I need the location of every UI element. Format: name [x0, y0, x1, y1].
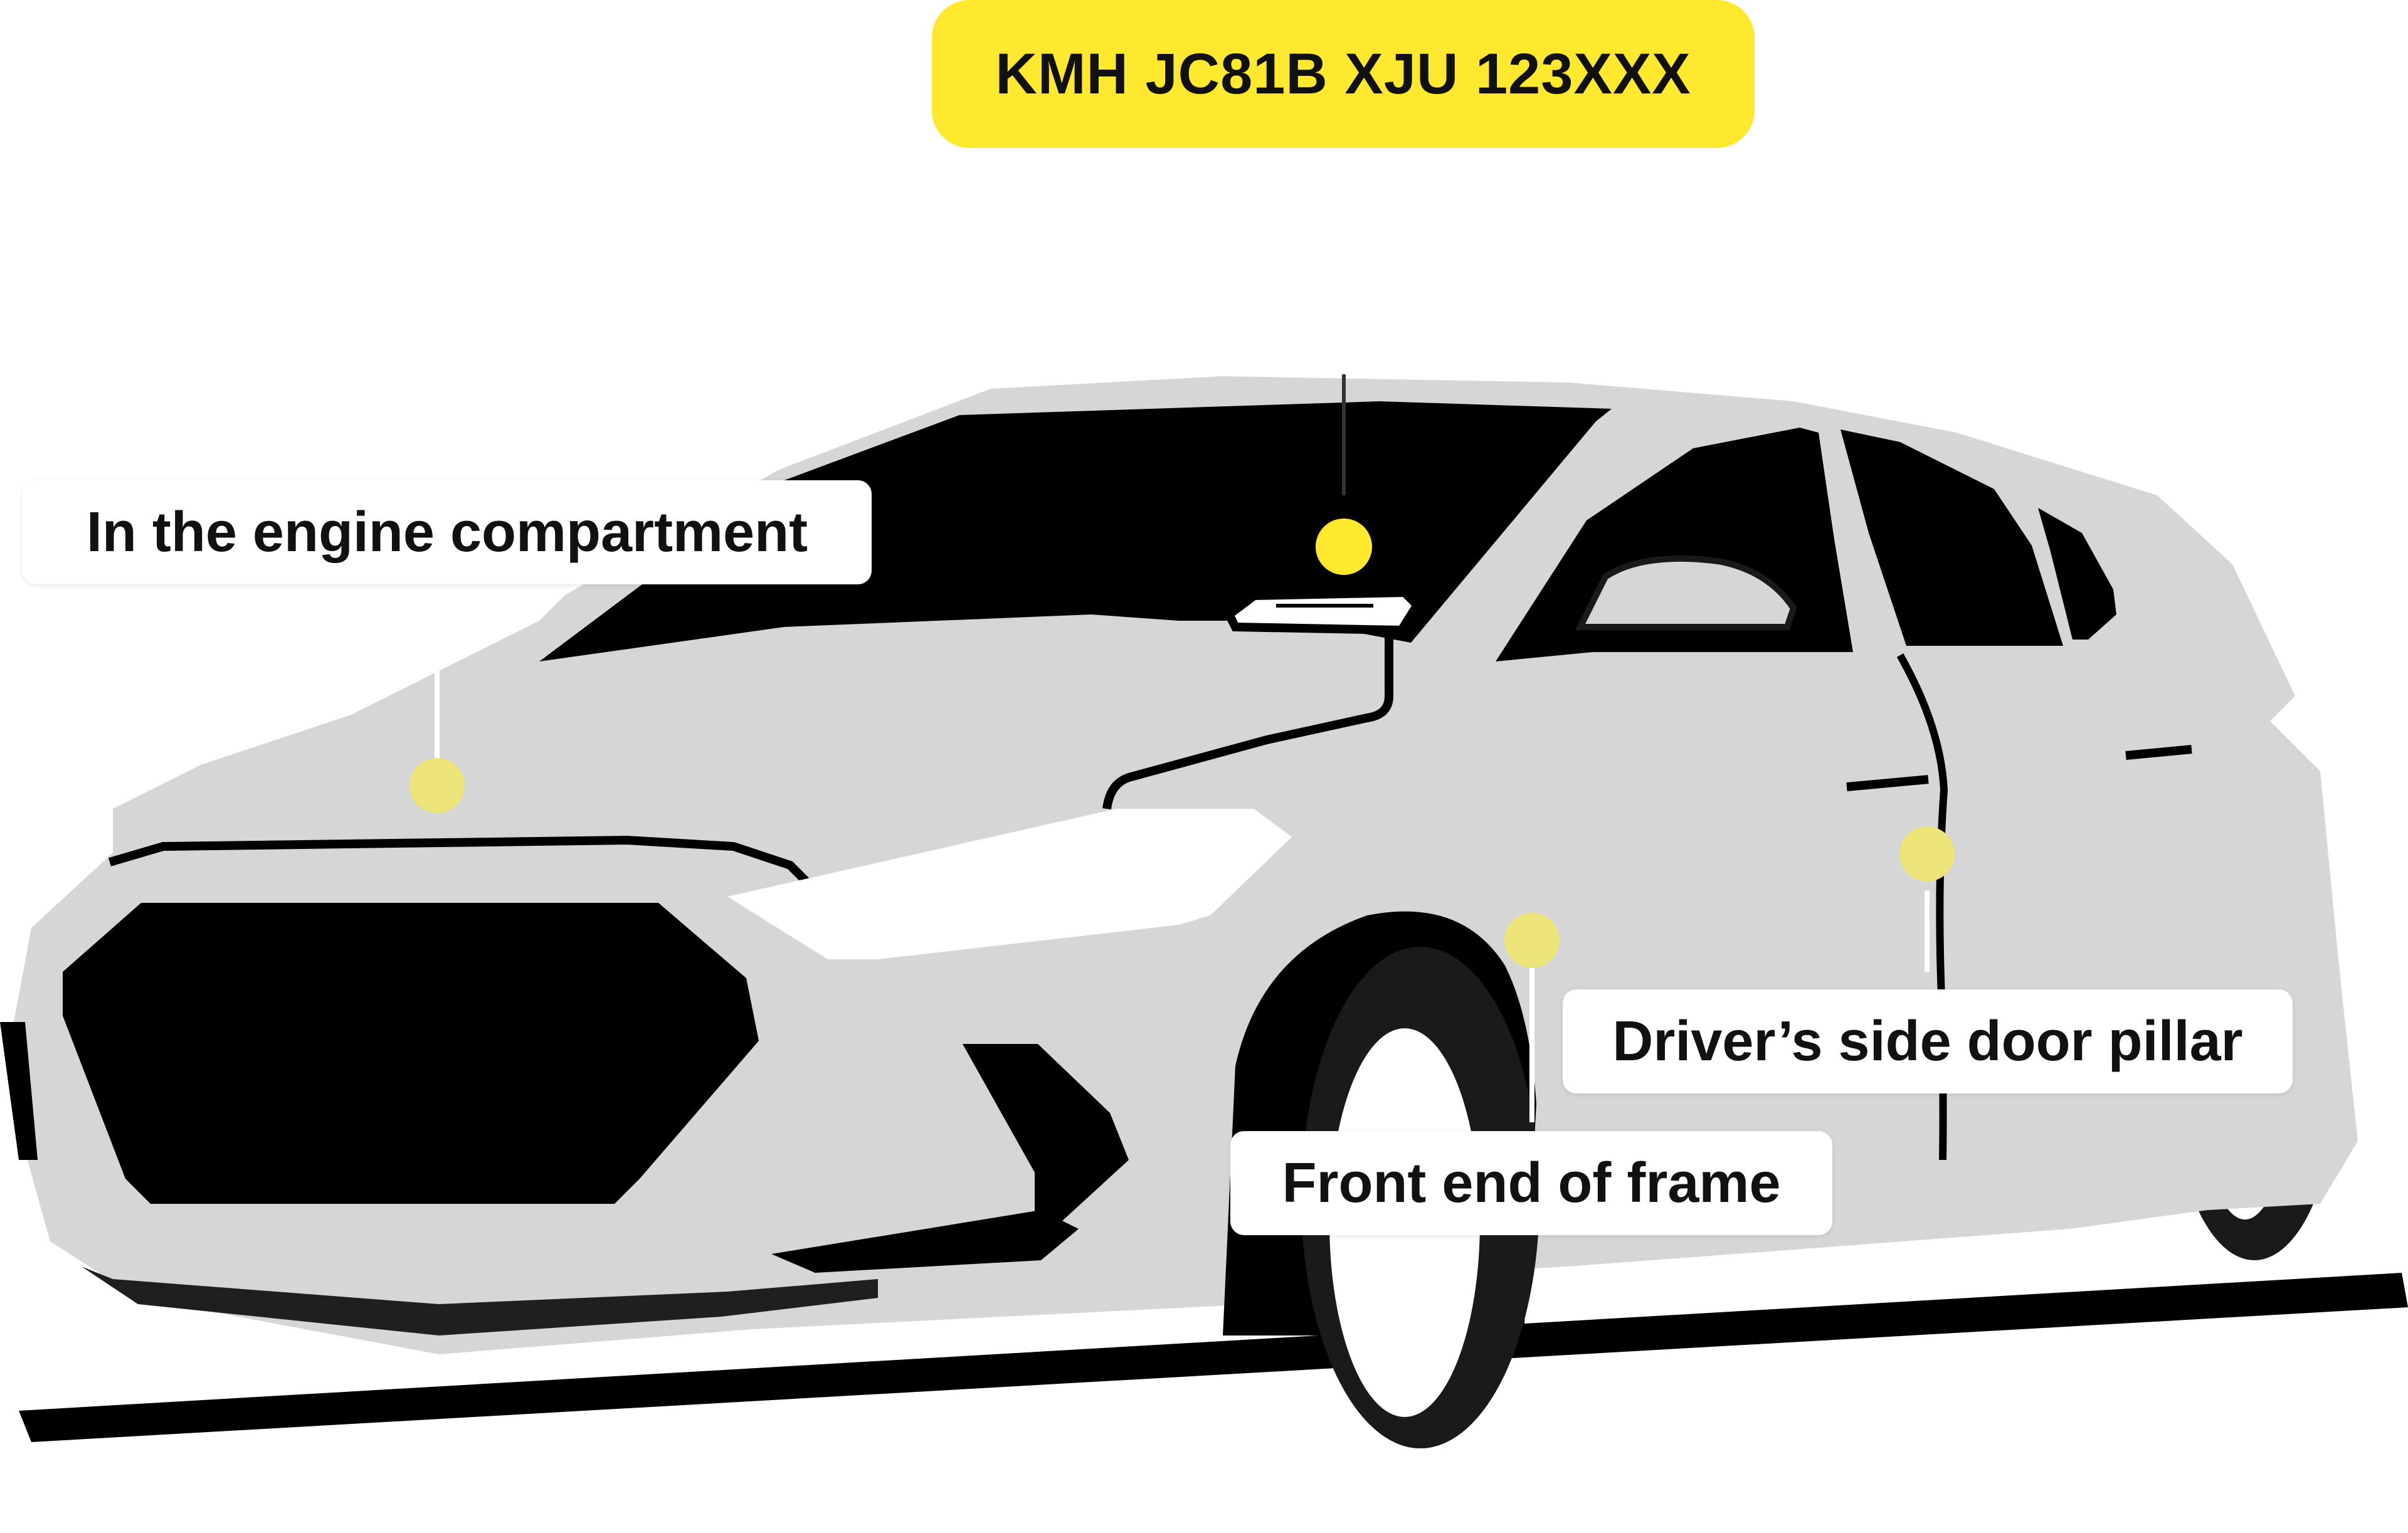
vin-badge: KMH JC81B XJU 123XXX [932, 0, 1755, 148]
location-marker-dot[interactable] [1504, 913, 1560, 968]
front-grille [63, 903, 759, 1204]
location-marker-dot[interactable] [1899, 826, 1955, 882]
vin-number: KMH JC81B XJU 123XXX [995, 41, 1691, 107]
rear-door-handle [2126, 749, 2192, 756]
rear-view-mirror [1229, 593, 1417, 630]
door-pillar-label: Driver’s side door pillar [1563, 989, 2293, 1093]
engine-compartment-label: In the engine compartment [23, 480, 872, 584]
location-marker-dot[interactable] [1316, 519, 1372, 575]
front-frame-label: Front end of frame [1230, 1131, 1832, 1235]
location-marker-dot[interactable] [409, 758, 465, 813]
